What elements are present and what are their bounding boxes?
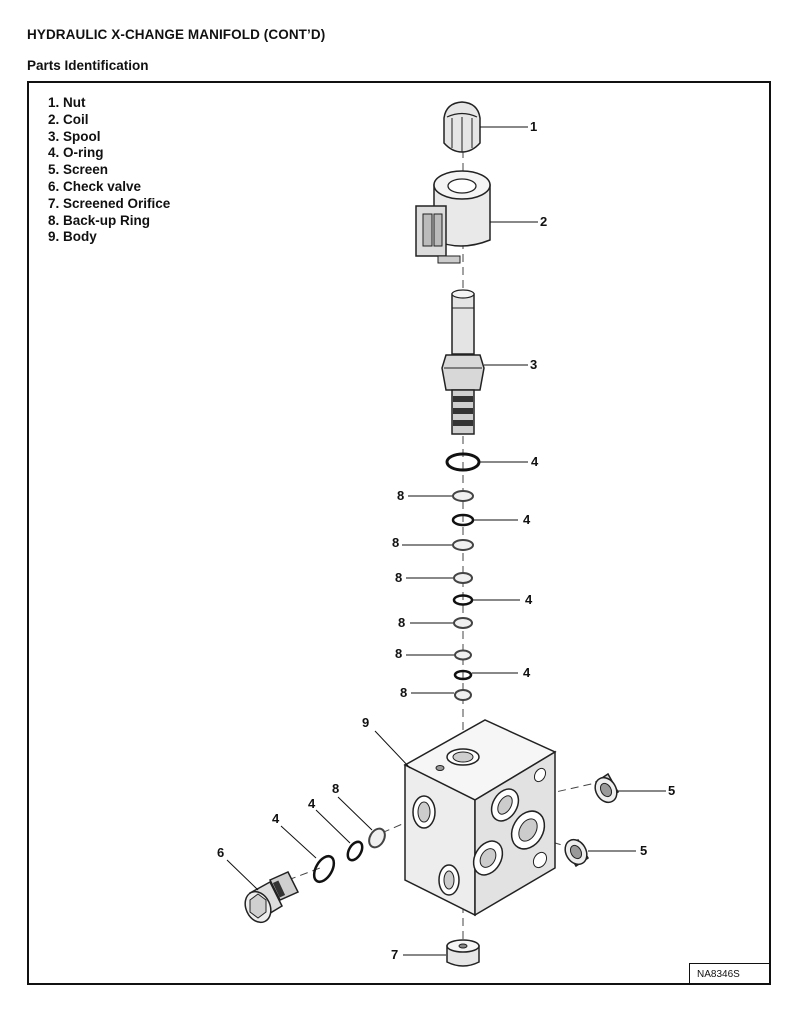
part-item-back-up-ring: 8. Back-up Ring [48,212,151,228]
part-item-screen: 5. Screen [48,162,109,178]
section-title: Parts Identification [27,58,149,73]
back-up-ring-7 [368,827,386,849]
o-ring-2 [451,513,475,527]
back-up-ring-2 [452,539,474,551]
callout-8-g: 8 [332,781,339,796]
callout-9: 9 [362,715,369,730]
callout-8-c: 8 [395,570,402,585]
callout-leader-9 [374,730,411,769]
callout-4-c: 4 [525,592,533,607]
back-up-ring-5 [454,649,472,661]
back-up-ring-4 [453,617,473,629]
o-ring-3 [452,594,474,606]
screen-part-lower [564,838,589,868]
callout-6: 6 [217,845,224,860]
callout-2: 2 [540,214,547,229]
spool-part [441,289,485,435]
diagram-frame [27,81,771,985]
o-ring-large [445,452,481,472]
coil-part [415,170,491,264]
callout-3: 3 [530,357,537,372]
part-item-coil: 2. Coil [48,111,89,127]
part-item-spool: 3. Spool [48,128,101,144]
callout-1: 1 [530,119,537,134]
part-item-check-valve: 6. Check valve [48,178,142,194]
part-item-o-ring: 4. O-ring [48,145,104,161]
drawing-id-label: NA8346S [689,963,771,985]
screened-orifice-part [446,939,480,967]
part-item-body: 9. Body [48,229,97,245]
back-up-ring-3 [453,572,473,584]
callout-leader-4f [280,825,317,859]
callout-leader-8g [337,796,373,831]
callout-7: 7 [391,947,398,962]
callout-8-f: 8 [400,685,407,700]
callout-leader-6 [226,859,259,891]
body-part [403,719,557,917]
o-ring-5 [346,840,364,862]
callout-4-a: 4 [531,454,539,469]
check-valve-part [244,871,300,924]
back-up-ring-6 [454,689,472,701]
callout-8-a: 8 [397,488,404,503]
callout-5-a: 5 [668,783,675,798]
callout-4-f: 4 [272,811,280,826]
page-title: HYDRAULIC X-CHANGE MANIFOLD (CONT’D) [27,27,326,42]
o-ring-6 [312,854,336,884]
callout-5-b: 5 [640,843,647,858]
callout-4-b: 4 [523,512,531,527]
part-item-screened-orifice: 7. Screened Orifice [48,195,171,211]
callout-8-d: 8 [398,615,405,630]
part-item-nut: 1. Nut [48,95,86,110]
o-ring-4 [453,669,473,681]
callout-8-e: 8 [395,646,402,661]
nut-part [443,101,481,153]
callout-4-d: 4 [523,665,531,680]
callout-8-b: 8 [392,535,399,550]
callout-leader-4e [315,809,351,844]
screen-part-upper [594,772,619,804]
back-up-ring-1 [452,490,474,502]
parts-list: 1. Nut 2. Coil 3. Spool 4. O-ring 5. Scr… [48,95,170,246]
callout-4-e: 4 [308,796,316,811]
